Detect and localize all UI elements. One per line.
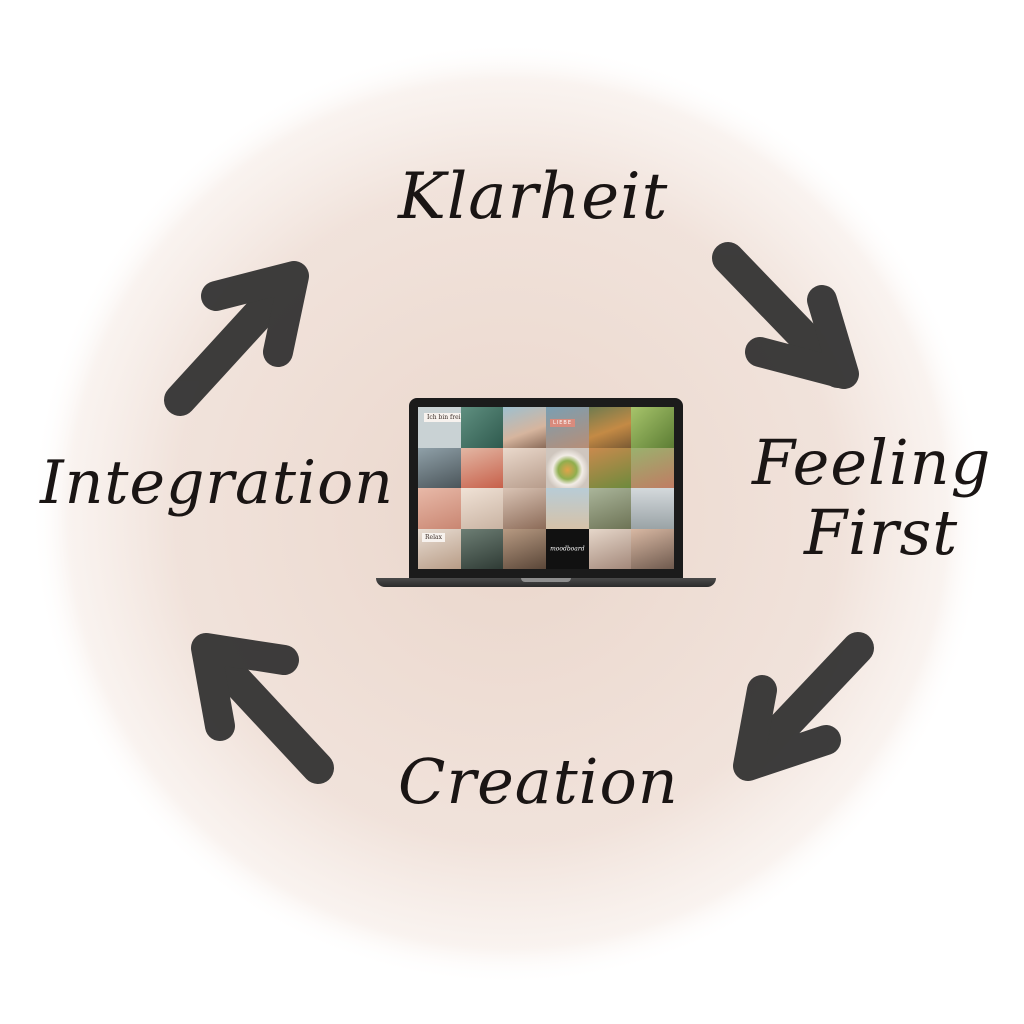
collage-tile-meditation bbox=[503, 528, 546, 569]
collage-tile-drink bbox=[460, 488, 504, 529]
step-label-feeling-first: Feeling First bbox=[752, 428, 991, 568]
collage-tile-beach bbox=[546, 488, 589, 529]
collage-tile-bowl bbox=[546, 447, 589, 488]
step-label-feeling-line1: Feeling bbox=[752, 426, 992, 499]
collage-tile-text: Ich bin frei bbox=[418, 407, 461, 448]
collage-tile-brand: moodboard bbox=[546, 528, 589, 569]
laptop-base bbox=[376, 578, 716, 587]
collage-tile-love: LIEBE bbox=[546, 407, 589, 448]
collage-tile-sport bbox=[631, 528, 674, 569]
collage-tile-greens bbox=[631, 407, 674, 448]
collage-tile-laptop-woman bbox=[460, 528, 504, 569]
laptop-illustration: Ich bin frei LIEBE bbox=[376, 398, 716, 592]
step-label-creation: Creation bbox=[398, 745, 679, 818]
collage-tile-holding bbox=[503, 488, 546, 529]
collage-tile-selfie bbox=[418, 447, 461, 488]
collage-tile-sky bbox=[631, 488, 674, 529]
collage-tile-relax: Relax bbox=[418, 528, 461, 569]
collage-caption-3: Relax bbox=[422, 532, 445, 542]
collage-caption-1: Ich bin frei bbox=[424, 413, 461, 422]
collage-tile-dog bbox=[588, 407, 632, 448]
step-label-feeling-line2: First bbox=[804, 496, 959, 569]
collage-tile-plant bbox=[460, 407, 504, 448]
collage-tile-couple bbox=[503, 407, 546, 448]
step-label-integration: Integration bbox=[40, 448, 394, 518]
moodboard-collage: Ich bin frei LIEBE bbox=[418, 407, 674, 569]
laptop-notch bbox=[521, 578, 571, 582]
collage-tile-runner bbox=[588, 488, 632, 529]
collage-tile-flower bbox=[460, 447, 504, 488]
collage-tile-kitchen bbox=[588, 528, 632, 569]
laptop-screen-frame: Ich bin frei LIEBE bbox=[409, 398, 683, 578]
collage-brand-text: moodboard bbox=[550, 545, 585, 553]
collage-tile-green-detail bbox=[631, 447, 674, 488]
collage-tile-hands bbox=[503, 447, 546, 488]
collage-tile-lips bbox=[418, 488, 461, 529]
step-label-klarheit: Klarheit bbox=[398, 160, 669, 234]
collage-caption-2: LIEBE bbox=[550, 419, 576, 427]
collage-tile-food bbox=[588, 447, 632, 488]
